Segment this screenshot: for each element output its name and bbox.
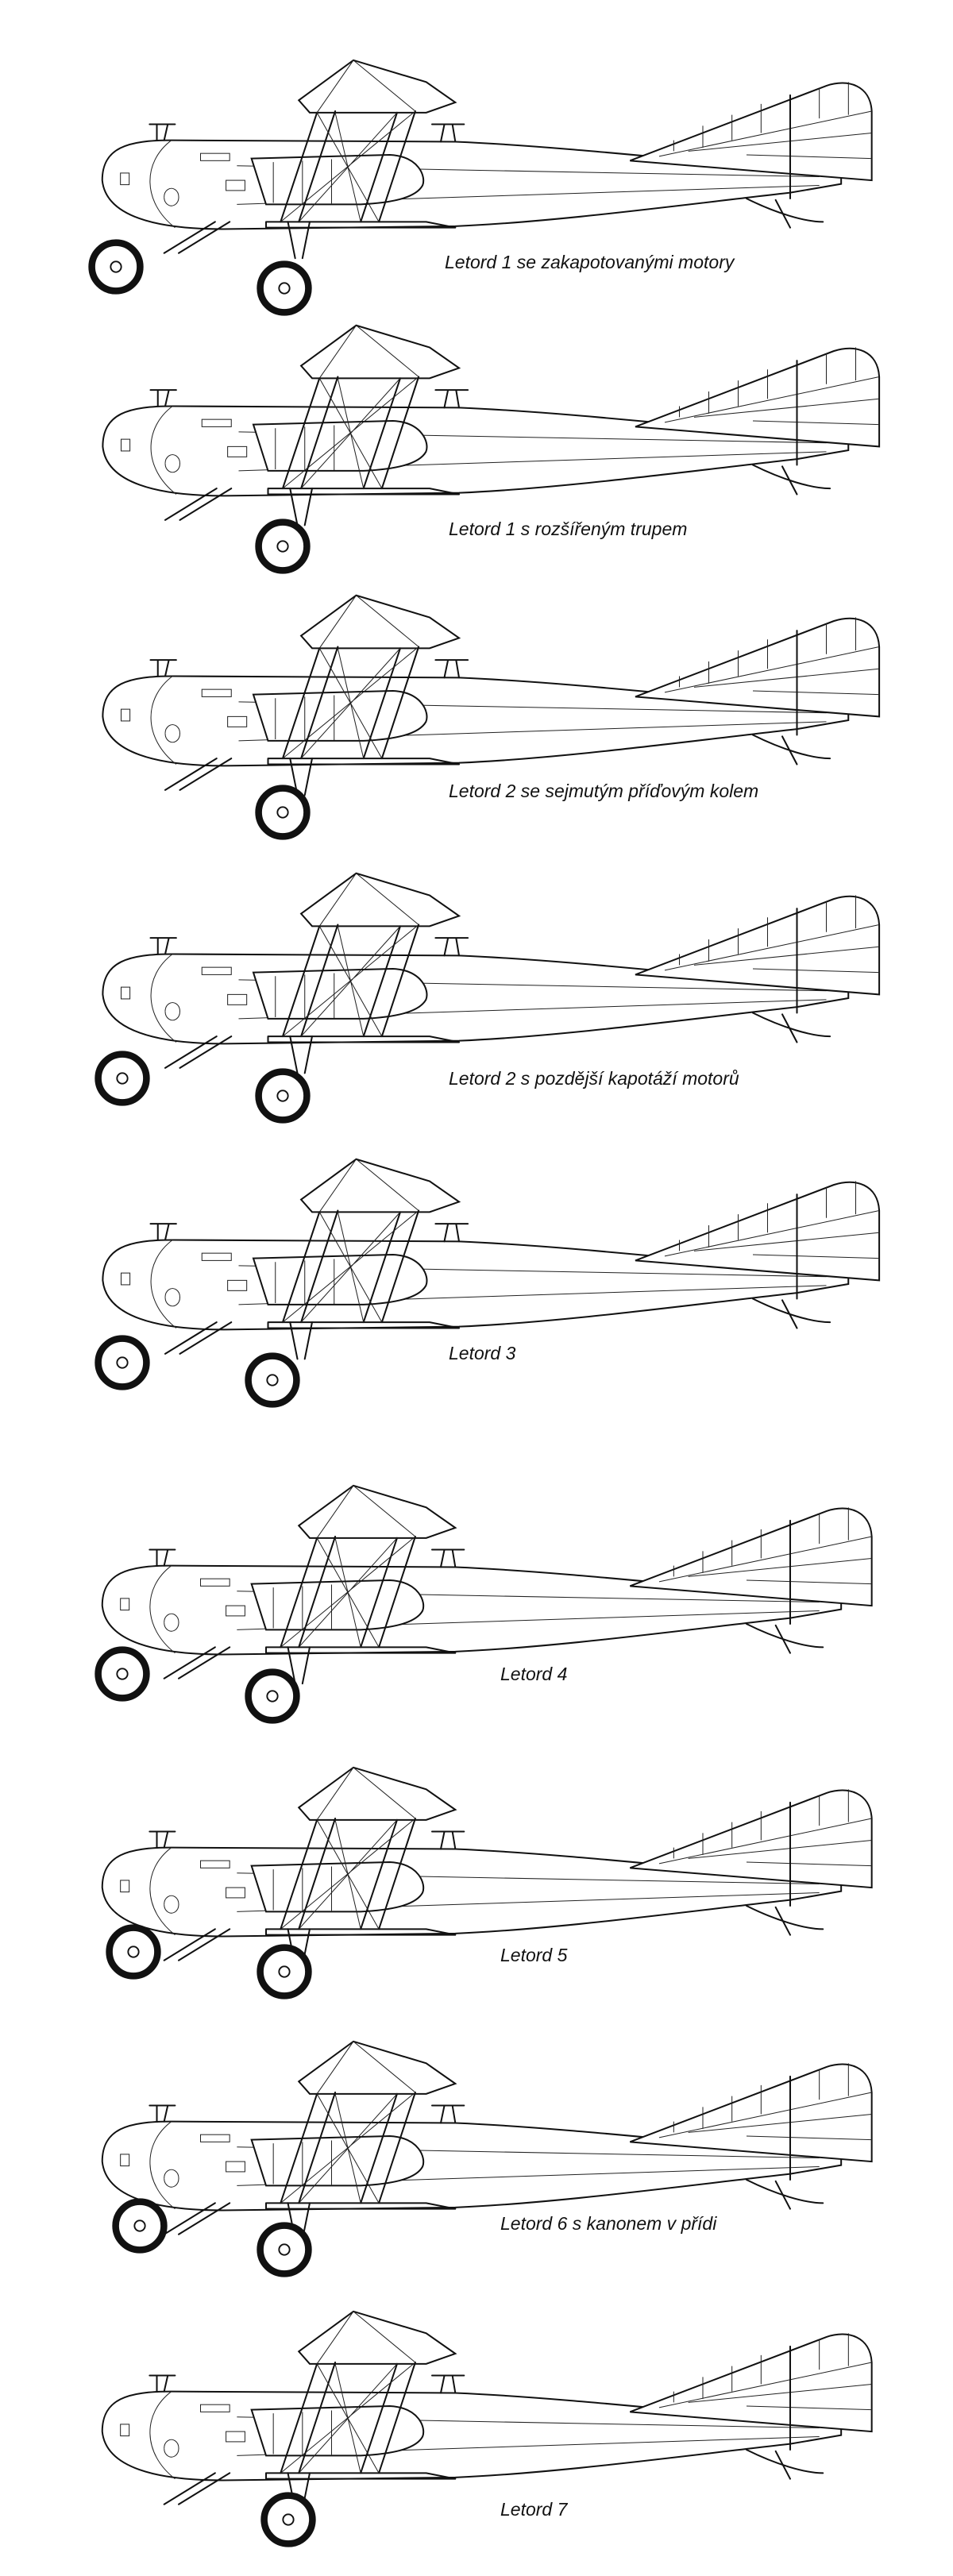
aircraft-profile bbox=[101, 2040, 873, 2241]
main-wheel bbox=[260, 2226, 309, 2274]
caption: Letord 7 bbox=[500, 2499, 569, 2520]
aircraft-profile bbox=[102, 1158, 881, 1360]
aircraft-profile bbox=[101, 59, 873, 260]
drawing-letord-7: Letord 7 bbox=[101, 2310, 873, 2544]
caption: Letord 2 s pozdější kapotáží motorů bbox=[449, 1068, 739, 1089]
caption: Letord 1 s rozšířeným trupem bbox=[449, 519, 687, 539]
aircraft-profile bbox=[101, 2310, 873, 2511]
main-wheel bbox=[260, 264, 309, 313]
caption: Letord 3 bbox=[449, 1343, 516, 1363]
main-wheel bbox=[249, 1356, 297, 1405]
aircraft-profile bbox=[101, 1766, 873, 1967]
caption: Letord 6 s kanonem v přídi bbox=[500, 2213, 717, 2234]
nose-wheel bbox=[98, 1055, 147, 1103]
aircraft-profile bbox=[101, 1484, 873, 1685]
caption: Letord 1 se zakapotovanými motory bbox=[445, 252, 735, 272]
drawing-letord-5: Letord 5 bbox=[101, 1766, 873, 1996]
drawing-letord-1-wide: Letord 1 s rozšířeným trupem bbox=[102, 324, 881, 571]
main-wheel bbox=[259, 1072, 307, 1120]
caption: Letord 5 bbox=[500, 1945, 568, 1965]
drawing-letord-2-late: Letord 2 s pozdější kapotáží motorů bbox=[98, 872, 881, 1120]
nose-wheel bbox=[98, 1650, 147, 1699]
main-wheel bbox=[249, 1672, 297, 1721]
drawing-letord-6: Letord 6 s kanonem v přídi bbox=[101, 2040, 873, 2274]
nose-wheel bbox=[92, 243, 141, 291]
drawing-letord-3: Letord 3 bbox=[98, 1158, 881, 1405]
nose-wheel bbox=[116, 2202, 164, 2250]
main-wheel bbox=[264, 2496, 313, 2544]
caption: Letord 2 se sejmutým příďovým kolem bbox=[449, 781, 758, 801]
nose-wheel bbox=[110, 1928, 158, 1976]
drawing-letord-4: Letord 4 bbox=[98, 1484, 873, 1721]
main-wheel bbox=[259, 789, 307, 837]
main-wheel bbox=[259, 523, 307, 571]
main-wheel bbox=[260, 1948, 309, 1996]
nose-wheel bbox=[98, 1339, 147, 1387]
aircraft-profile bbox=[102, 324, 881, 526]
drawing-letord-2-nonose: Letord 2 se sejmutým příďovým kolem bbox=[102, 594, 881, 837]
aircraft-profile bbox=[102, 594, 881, 796]
aircraft-profile bbox=[102, 872, 881, 1074]
drawing-letord-1: Letord 1 se zakapotovanými motory bbox=[92, 59, 873, 313]
caption: Letord 4 bbox=[500, 1664, 567, 1684]
